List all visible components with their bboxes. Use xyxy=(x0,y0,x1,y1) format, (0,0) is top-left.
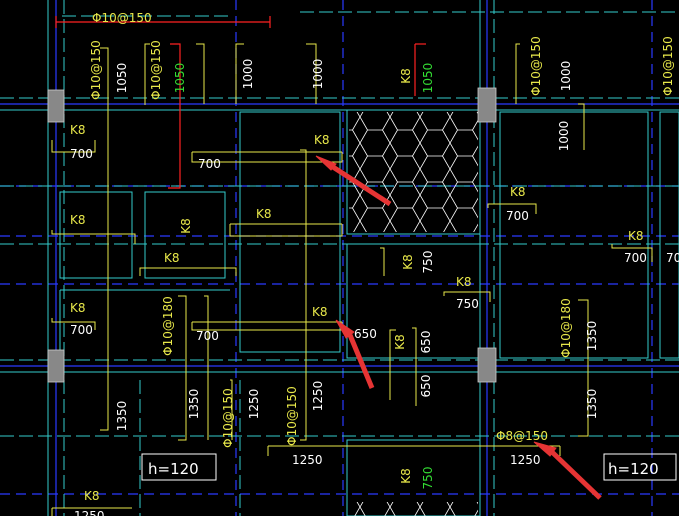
label-dimension-vertical: 750 xyxy=(421,467,435,490)
label-dimension: 70 xyxy=(666,251,679,265)
label-rebar: K8 xyxy=(70,213,86,227)
red-lines xyxy=(55,16,426,189)
label-dimension-vertical: 1050 xyxy=(173,63,187,94)
slab-thickness-right: h=120 xyxy=(608,460,659,478)
label-dimension: 650 xyxy=(354,327,377,341)
slab-thickness-left: h=120 xyxy=(148,460,199,478)
label-rebar-vertical: Φ10@180 xyxy=(559,298,573,358)
label-dimension-vertical: 1350 xyxy=(585,321,599,352)
label-rebar-vertical: K8 xyxy=(393,334,407,350)
label-dimension-vertical: 1000 xyxy=(311,59,325,90)
label-rebar: K8 xyxy=(510,185,526,199)
label-dimension: 700 xyxy=(624,251,647,265)
label-rebar-vertical: Φ10@150 xyxy=(529,36,543,96)
label-rebar: K8 xyxy=(70,301,86,315)
label-rebar-vertical: Φ10@150 xyxy=(285,386,299,446)
label-dimension: 700 xyxy=(70,147,93,161)
label-rebar: K8 xyxy=(256,207,272,221)
slab-thickness-box-left xyxy=(141,453,217,481)
label-rebar-vertical: Φ10@150 xyxy=(221,388,235,448)
label-dimension: 700 xyxy=(70,323,93,337)
columns xyxy=(47,87,497,383)
label-dimension-vertical: 1250 xyxy=(247,389,261,420)
label-dimension-vertical: 1000 xyxy=(559,61,573,92)
label-dimension-vertical: 1000 xyxy=(241,59,255,90)
label-rebar-vertical: K8 xyxy=(401,254,415,270)
label-dimension-vertical: 1050 xyxy=(421,63,435,94)
label-rebar-top: Φ10@150 xyxy=(92,11,152,25)
column-bottom-right xyxy=(477,347,497,383)
label-dimension-vertical: 1000 xyxy=(557,121,571,152)
label-dimension: 1250 xyxy=(510,453,541,467)
rebar-lines xyxy=(51,43,653,516)
arrow-2-shaft xyxy=(347,334,375,389)
label-dimension-vertical: 1250 xyxy=(311,381,325,412)
label-rebar-vertical: Φ10@150 xyxy=(149,40,163,100)
arrow-3-shaft xyxy=(550,450,602,500)
label-dimension: 750 xyxy=(456,297,479,311)
label-rebar-vertical: Φ10@150 xyxy=(89,40,103,100)
label-dimension: 700 xyxy=(196,329,219,343)
label-rebar: K8 xyxy=(84,489,100,503)
label-rebar: K8 xyxy=(70,123,86,137)
label-rebar-vertical: K8 xyxy=(179,218,193,234)
arrow-1-shaft xyxy=(331,164,392,207)
label-rebar-vertical: Φ10@180 xyxy=(161,296,175,356)
label-rebar: K8 xyxy=(314,133,330,147)
label-dimension-vertical: 750 xyxy=(421,251,435,274)
label-dimension-vertical: 1350 xyxy=(585,389,599,420)
label-dimension-vertical: 650 xyxy=(419,331,433,354)
label-rebar: K8 xyxy=(312,305,328,319)
label-dimension-vertical: 1350 xyxy=(115,401,129,432)
label-dimension-vertical: 650 xyxy=(419,375,433,398)
label-rebar: Φ8@150 xyxy=(496,429,548,443)
label-rebar-vertical: Φ10@150 xyxy=(661,36,675,96)
label-rebar: K8 xyxy=(164,251,180,265)
label-rebar-vertical: K8 xyxy=(399,68,413,84)
column-top-right xyxy=(477,87,497,123)
slab-thickness-box-right xyxy=(603,453,677,481)
label-dimension: 1250 xyxy=(292,453,323,467)
column-bottom-left xyxy=(47,349,65,383)
label-rebar-vertical: K8 xyxy=(399,468,413,484)
column-top-left xyxy=(47,89,65,123)
label-dimension: 1250 xyxy=(74,509,105,516)
label-dimension-vertical: 1350 xyxy=(187,389,201,420)
label-dimension: 700 xyxy=(198,157,221,171)
label-dimension-vertical: 1050 xyxy=(115,63,129,94)
label-rebar: K8 xyxy=(628,229,644,243)
hatched-openings xyxy=(349,112,478,516)
label-dimension: 700 xyxy=(506,209,529,223)
label-rebar: K8 xyxy=(456,275,472,289)
